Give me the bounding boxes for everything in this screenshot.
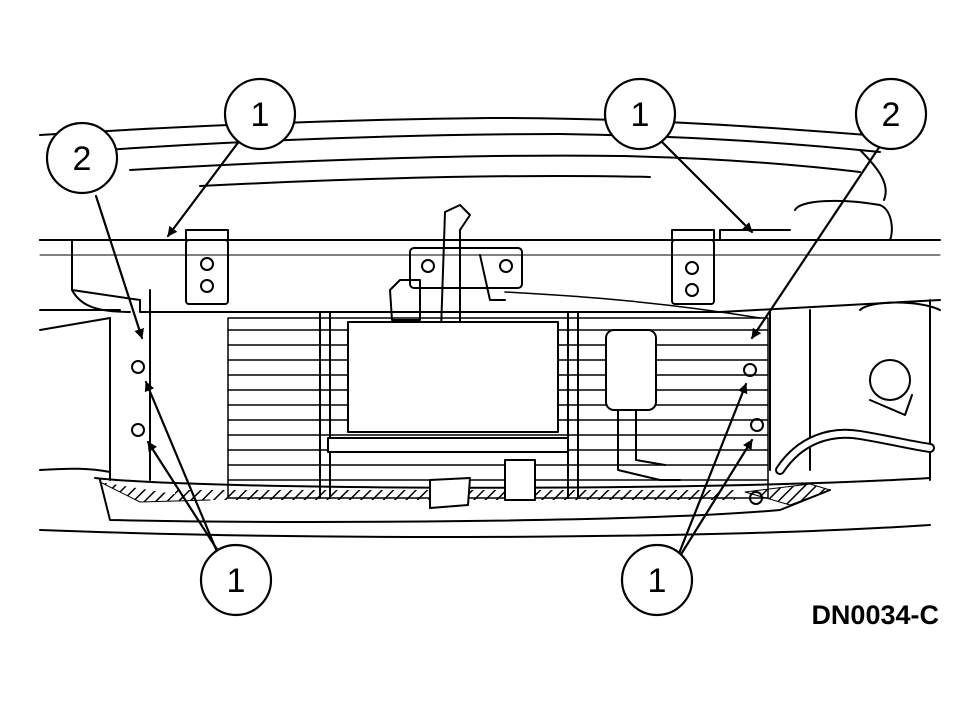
radiator-core	[227, 311, 769, 499]
callout-label: 1	[631, 96, 650, 134]
callout-circle-bottom-right	[620, 543, 694, 617]
right-hood-latch-bracket	[671, 229, 715, 305]
left-hood-latch-bracket	[185, 229, 229, 305]
callout-label: 1	[227, 562, 246, 600]
callout-circle-left	[45, 121, 119, 195]
right-support-bolts	[743, 363, 764, 432]
callout-circle-top-right	[603, 77, 677, 151]
callout-circle-bottom-left	[199, 543, 273, 617]
callout-circles	[45, 77, 928, 617]
leader-arrows	[94, 138, 882, 558]
figure-id: DN0034-C	[811, 600, 939, 630]
callout-circle-top-left	[223, 77, 297, 151]
left-support-bolts	[131, 360, 145, 437]
callout-label: 1	[648, 562, 667, 600]
lower-valance	[39, 459, 931, 538]
callout-label: 2	[882, 96, 901, 134]
receiver-drier	[605, 329, 681, 481]
callout-label: 1	[251, 96, 270, 134]
left-fender	[39, 239, 131, 473]
wiring-harness	[775, 359, 935, 475]
hood-outline	[39, 117, 941, 256]
callout-circle-right	[854, 77, 928, 151]
callout-label: 2	[73, 140, 92, 178]
